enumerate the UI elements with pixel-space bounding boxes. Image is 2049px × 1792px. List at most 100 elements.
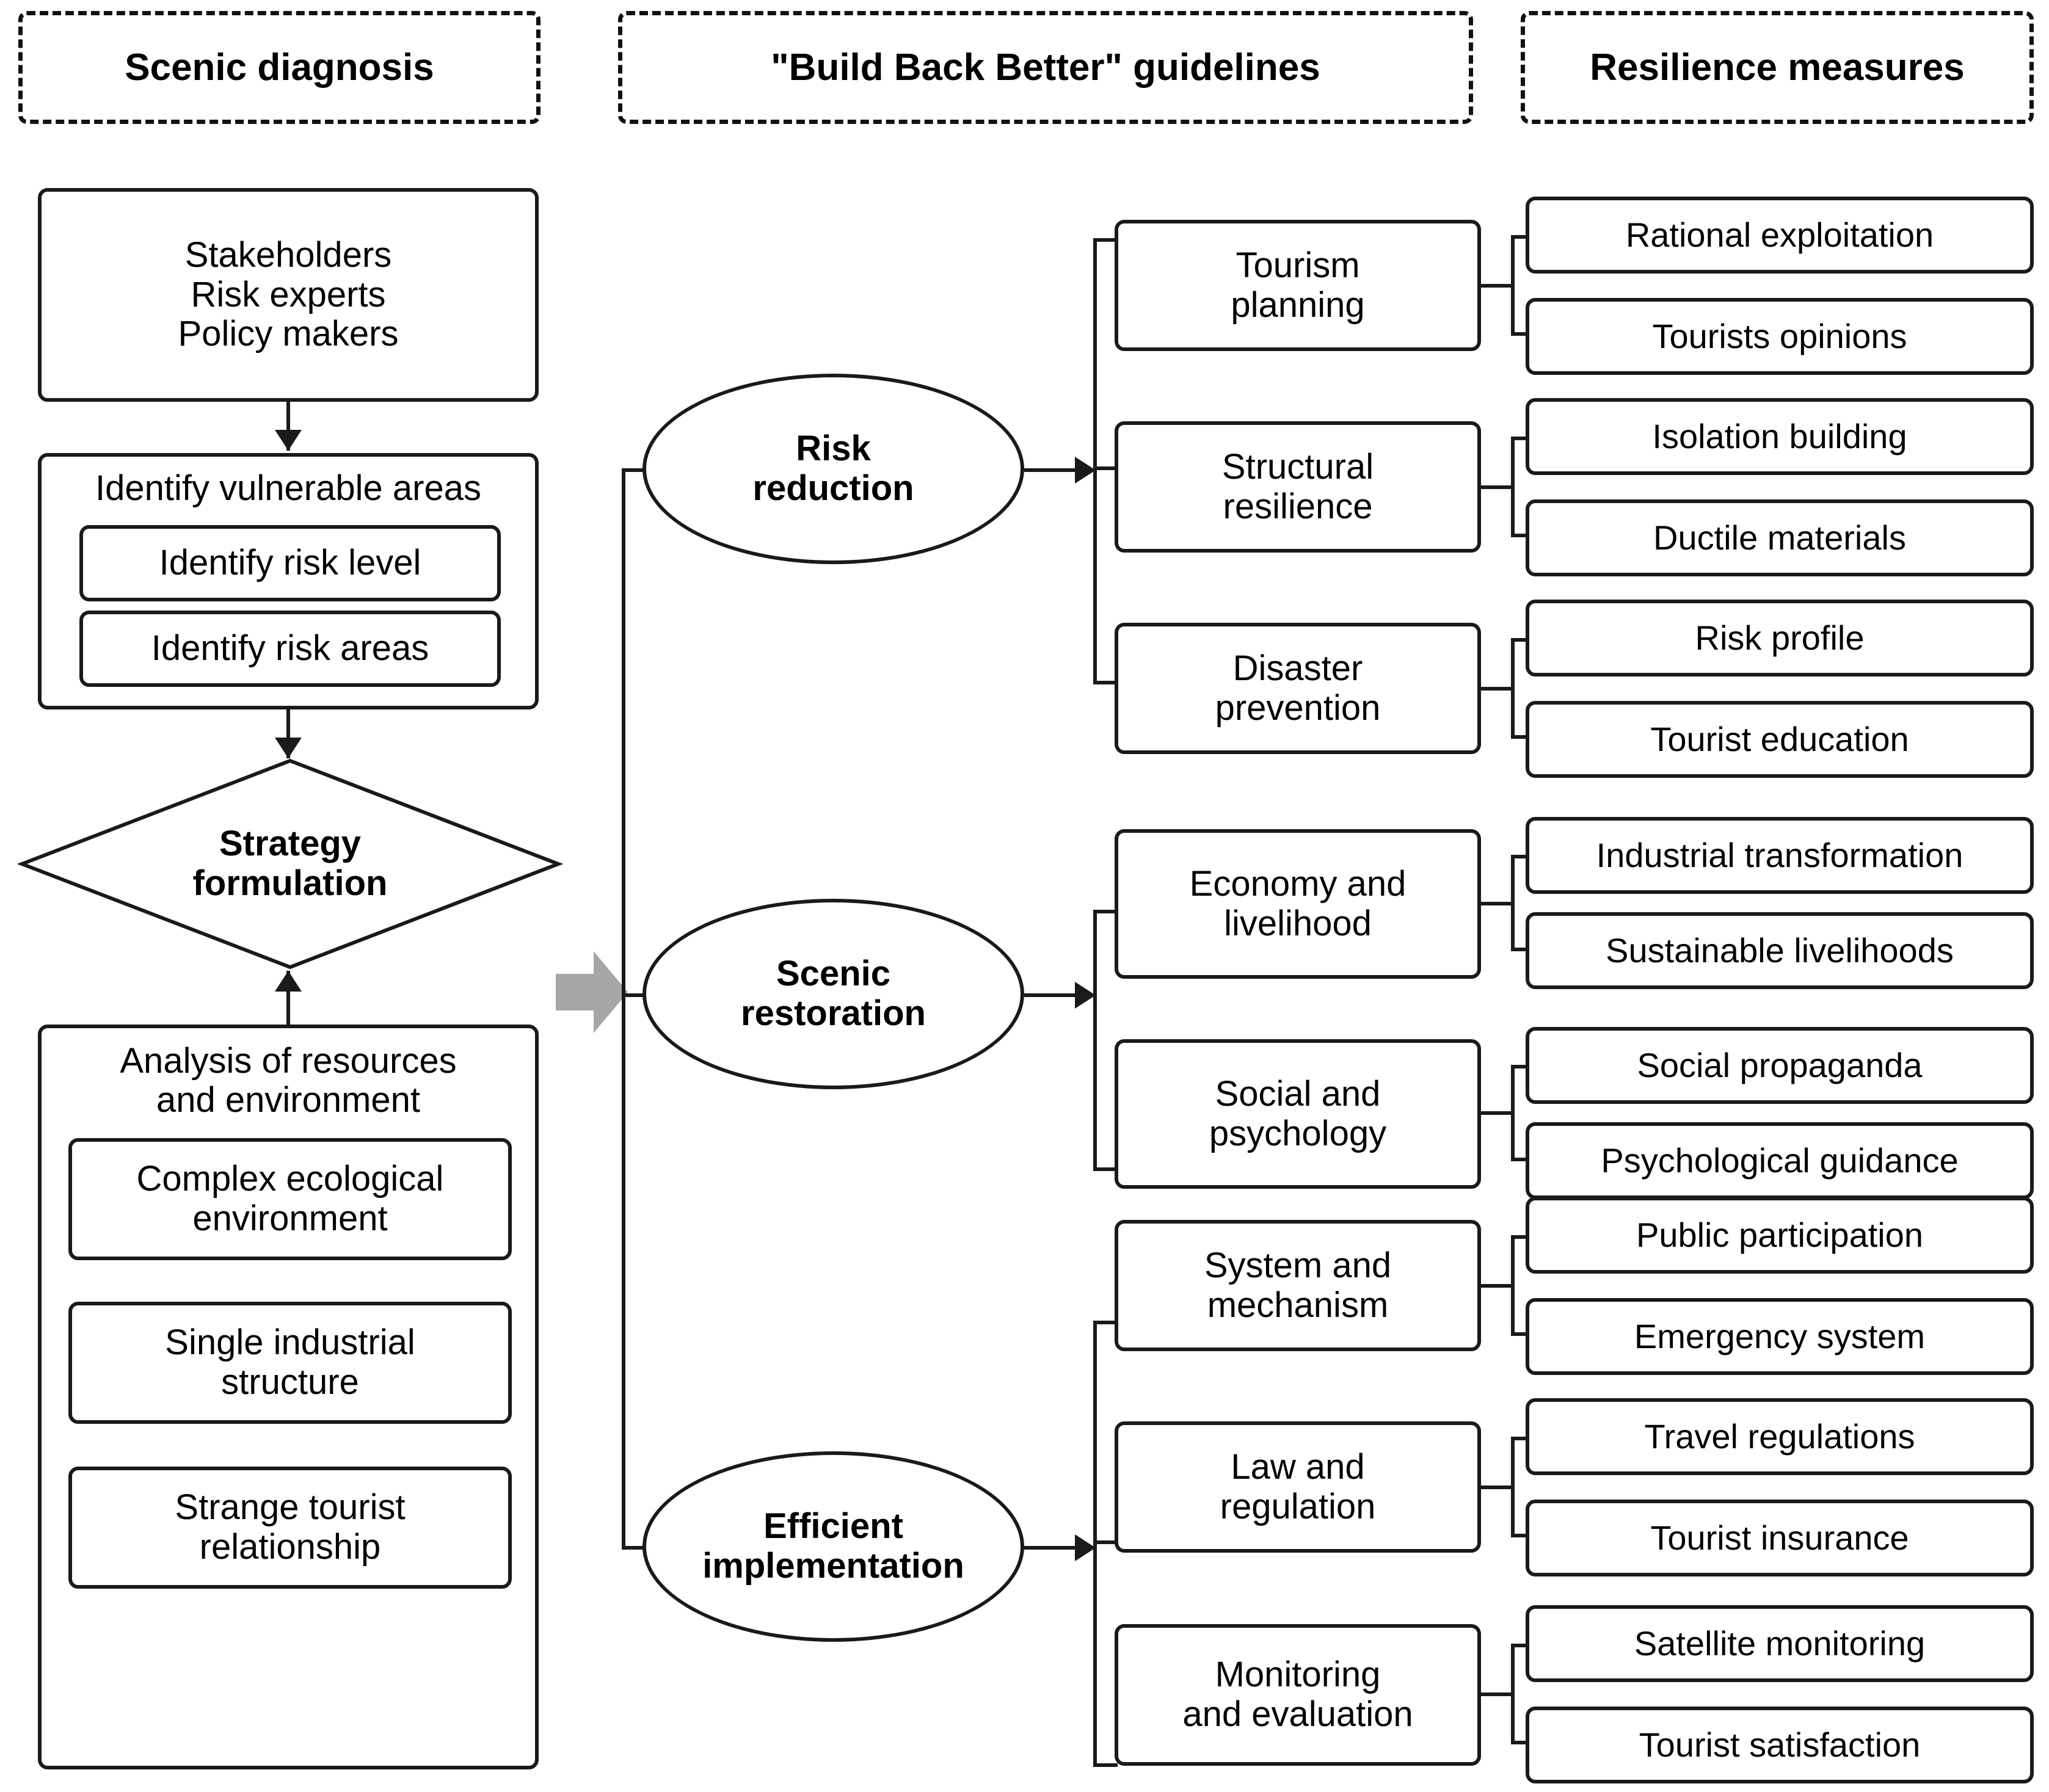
complex-ecological-environment-box: Complex ecological environment (68, 1138, 512, 1260)
actors-line-2: Risk experts (191, 274, 386, 314)
measure-sustainable-livelihoods-label: Sustainable livelihoods (1606, 930, 1954, 970)
measure-risk-profile-label: Risk profile (1695, 618, 1865, 657)
single-industrial-line-1: Single industrial (165, 1322, 415, 1363)
oval-scenic-restoration: Scenic restoration (642, 899, 1024, 1089)
measure-tourist-satisfaction-label: Tourist satisfaction (1639, 1725, 1921, 1764)
bracket-social-psychology-spine (1511, 1065, 1515, 1161)
bracket-tourism-planning-spine (1511, 235, 1515, 336)
bracket-efficient-to-law (1093, 1540, 1118, 1544)
connector-law-regulation-out (1481, 1485, 1515, 1489)
strategy-formulation-diamond (16, 758, 564, 970)
measure-box-tourist-satisfaction: Tourist satisfaction (1526, 1707, 2034, 1783)
strategy-formulation-label-wrap: Strategy formulation (18, 757, 562, 971)
measure-box-ductile-materials: Ductile materials (1526, 499, 2034, 576)
connector-risk-reduction-out (1024, 468, 1085, 472)
connector-scenic-restoration-out (1024, 993, 1085, 997)
oval-risk-reduction-line-2: reduction (752, 468, 914, 508)
actors-line-3: Policy makers (178, 314, 399, 354)
arrowhead-scenic-restoration-out (1075, 982, 1096, 1009)
measure-emergency-system-label: Emergency system (1634, 1316, 1926, 1355)
measure-box-satellite-monitoring: Satellite monitoring (1526, 1605, 2034, 1682)
branch-box-structural-resilience: Structural resilience (1115, 421, 1481, 553)
actors-box: Stakeholders Risk experts Policy makers (38, 188, 539, 402)
bracket-scenic-restoration-to-economy (1093, 910, 1118, 913)
branch-box-social-and-psychology: Social and psychology (1115, 1039, 1481, 1189)
bracket-risk-reduction-to-tourism (1093, 238, 1118, 242)
measure-box-psychological-guidance: Psychological guidance (1526, 1122, 2034, 1199)
bracket-disaster-prevention-spine (1511, 638, 1515, 739)
branch-disaster-prevention-line-2: prevention (1215, 687, 1381, 728)
branch-box-economy-and-livelihood: Economy and livelihood (1115, 829, 1481, 979)
measure-box-tourist-education: Tourist education (1526, 701, 2034, 778)
vulnerable-areas-group: Identify vulnerable areas Identify risk … (38, 453, 539, 709)
measure-tourist-insurance-label: Tourist insurance (1650, 1518, 1909, 1557)
branch-box-tourism-planning: Tourism planning (1115, 220, 1481, 351)
bracket-efficient-to-monitoring (1093, 1763, 1118, 1767)
transition-block-arrow-icon (556, 951, 628, 1033)
bracket-risk-reduction-spine (1093, 238, 1097, 683)
branch-economy-livelihood-line-2: livelihood (1224, 903, 1372, 943)
branch-law-regulation-line-2: regulation (1220, 1486, 1376, 1526)
connector-system-mechanism-out (1481, 1284, 1515, 1288)
resources-analysis-group: Analysis of resources and environment Co… (38, 1025, 539, 1769)
measure-box-social-propaganda: Social propaganda (1526, 1027, 2034, 1104)
single-industrial-line-2: structure (221, 1362, 359, 1402)
branch-social-psychology-line-2: psychology (1209, 1113, 1387, 1153)
header-build-back-better-label: "Build Back Better" guidelines (771, 46, 1320, 89)
resources-analysis-title-line-1: Analysis of resources (120, 1041, 457, 1081)
branch-system-mechanism-line-1: System and (1204, 1245, 1392, 1285)
branch-box-system-and-mechanism: System and mechanism (1115, 1220, 1481, 1351)
strange-tourist-line-2: relationship (199, 1527, 381, 1567)
measure-psychological-guidance-label: Psychological guidance (1601, 1141, 1959, 1180)
branch-box-law-and-regulation: Law and regulation (1115, 1421, 1481, 1553)
connector-economy-livelihood-out (1481, 902, 1515, 905)
bracket-risk-reduction-to-structural (1093, 466, 1118, 470)
measure-box-industrial-transformation: Industrial transformation (1526, 817, 2034, 894)
oval-scenic-restoration-line-1: Scenic (776, 954, 890, 994)
measure-box-tourists-opinions: Tourists opinions (1526, 298, 2034, 375)
bracket-scenic-restoration-to-social (1093, 1167, 1118, 1171)
branch-tourism-planning-line-2: planning (1231, 285, 1365, 325)
bracket-law-regulation-spine (1511, 1437, 1515, 1537)
branch-system-mechanism-line-2: mechanism (1207, 1285, 1389, 1325)
measure-ductile-materials-label: Ductile materials (1653, 518, 1906, 557)
branch-social-psychology-line-1: Social and (1215, 1073, 1381, 1114)
identify-risk-areas-label: Identify risk areas (151, 628, 429, 669)
header-resilience-measures: Resilience measures (1521, 11, 2034, 124)
branch-monitoring-evaluation-line-1: Monitoring (1215, 1655, 1381, 1695)
header-scenic-diagnosis: Scenic diagnosis (18, 11, 540, 124)
measure-box-public-participation: Public participation (1526, 1197, 2034, 1274)
branch-economy-livelihood-line-1: Economy and (1189, 863, 1407, 904)
vulnerable-areas-title: Identify vulnerable areas (95, 468, 481, 508)
bracket-risk-reduction-to-disaster (1093, 681, 1118, 684)
connector-structural-resilience-out (1481, 485, 1515, 489)
guidelines-trunk-line (622, 470, 625, 1548)
connector-efficient-implementation-out (1024, 1546, 1085, 1550)
measure-industrial-transformation-label: Industrial transformation (1596, 835, 1963, 874)
connector-resources-to-strategy (286, 971, 290, 1025)
resources-analysis-title-line-2: and environment (156, 1080, 421, 1120)
measure-travel-regulations-label: Travel regulations (1644, 1417, 1915, 1456)
oval-scenic-restoration-line-2: restoration (741, 993, 926, 1033)
arrowhead-risk-reduction-out (1075, 457, 1096, 484)
bracket-efficient-to-system (1093, 1321, 1118, 1324)
header-scenic-diagnosis-label: Scenic diagnosis (125, 46, 434, 89)
oval-efficient-implementation-line-1: Efficient (763, 1506, 903, 1547)
oval-risk-reduction-line-1: Risk (796, 429, 871, 469)
strange-tourist-line-1: Strange tourist (175, 1487, 406, 1528)
actors-line-1: Stakeholders (184, 234, 392, 275)
bracket-monitoring-evaluation-spine (1511, 1644, 1515, 1744)
complex-ecological-line-1: Complex ecological (136, 1159, 444, 1199)
complex-ecological-line-2: environment (192, 1199, 388, 1238)
trunk-stub-scenic-restoration (622, 993, 653, 997)
branch-box-monitoring-and-evaluation: Monitoring and evaluation (1115, 1624, 1481, 1766)
connector-disaster-prevention-out (1481, 687, 1515, 691)
measure-box-rational-exploitation: Rational exploitation (1526, 197, 2034, 274)
measure-box-travel-regulations: Travel regulations (1526, 1398, 2034, 1475)
connector-monitoring-evaluation-out (1481, 1692, 1515, 1696)
arrowhead-actors-to-vulnerable (275, 430, 302, 451)
branch-box-disaster-prevention: Disaster prevention (1115, 623, 1481, 754)
connector-actors-to-vulnerable (286, 402, 290, 451)
measure-box-emergency-system: Emergency system (1526, 1298, 2034, 1375)
